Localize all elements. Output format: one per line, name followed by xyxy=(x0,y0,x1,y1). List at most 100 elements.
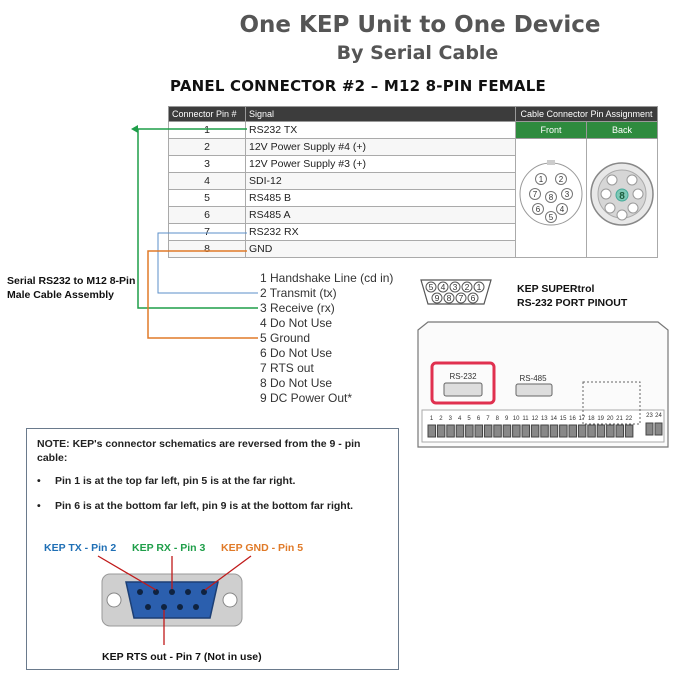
arrow-icon xyxy=(131,125,138,133)
terminal-number: 1 xyxy=(430,416,434,422)
page-subtitle: By Serial Cable xyxy=(336,42,499,64)
terminal-number: 7 xyxy=(486,416,490,422)
terminal-number: 22 xyxy=(626,416,633,422)
orange-wire xyxy=(147,250,258,339)
pin-cell: 1 xyxy=(168,121,246,139)
screw-terminal xyxy=(596,424,606,438)
db9-face-pin: 2 xyxy=(465,282,470,292)
front-pin-label: 5 xyxy=(549,213,554,222)
db9-pin-item: 1 Handshake Line (cd in) xyxy=(260,271,394,285)
note-title: NOTE: KEP's connector schematics are rev… xyxy=(37,438,361,464)
screw-terminal xyxy=(587,424,596,438)
pin-table: Connector Pin # Signal Cable Connector P… xyxy=(168,106,658,258)
screw-terminal xyxy=(577,424,587,438)
panel-connector-title: PANEL CONNECTOR #2 – M12 8-PIN FEMALE xyxy=(170,77,546,95)
pin-cell: 7 xyxy=(168,223,246,241)
db9-face-pin: 4 xyxy=(441,282,446,292)
signal-cell: RS485 B xyxy=(245,189,516,207)
screw-terminal xyxy=(483,424,493,438)
bullet-icon: • xyxy=(37,475,41,487)
screw-terminal xyxy=(540,424,549,438)
pin-cell: 5 xyxy=(168,189,246,207)
terminal-number: 19 xyxy=(597,416,604,422)
db9-face-pin: 9 xyxy=(435,293,440,303)
pin-cell: 8 xyxy=(168,240,246,258)
terminal-number: 6 xyxy=(477,416,481,422)
front-pin-label: 8 xyxy=(549,193,554,202)
header-front: Front xyxy=(515,121,587,139)
screw-terminal xyxy=(436,424,446,438)
db9-pin-item: 5 Ground xyxy=(260,331,311,345)
db9-pin-item: 2 Transmit (tx) xyxy=(260,286,337,300)
terminal-number: 15 xyxy=(560,416,567,422)
terminal-number: 16 xyxy=(569,416,576,422)
terminal-number: 24 xyxy=(655,413,662,419)
screw-terminal xyxy=(559,424,568,438)
terminal-number: 21 xyxy=(616,416,623,422)
screw-terminal xyxy=(606,424,615,438)
terminal-number: 4 xyxy=(458,416,462,422)
db9-pinout-list: 1 Handshake Line (cd in) 2 Transmit (tx)… xyxy=(260,271,393,406)
header-pin: Connector Pin # xyxy=(168,106,246,122)
signal-cell: RS485 A xyxy=(245,206,516,224)
front-connector-cell: 1 2 3 4 5 6 7 8 xyxy=(515,138,587,258)
db9-pin-item: 6 Do Not Use xyxy=(260,346,333,360)
screw-terminal xyxy=(493,424,502,438)
screw-terminal xyxy=(521,424,530,438)
rs232-port xyxy=(443,382,483,397)
terminal-number: 23 xyxy=(646,413,653,419)
rs485-port xyxy=(515,383,553,397)
terminal-number: 12 xyxy=(532,416,539,422)
signal-cell: 12V Power Supply #3 (+) xyxy=(245,155,516,173)
screw-terminal xyxy=(446,424,455,438)
front-pin-label: 3 xyxy=(565,190,570,199)
screw-terminal xyxy=(530,424,540,438)
screw-terminal xyxy=(502,424,512,438)
db9-pin-item: 9 DC Power Out* xyxy=(260,391,353,405)
signal-cell: SDI-12 xyxy=(245,172,516,190)
terminal-number: 5 xyxy=(467,416,471,422)
kep-gnd-label: KEP GND - Pin 5 xyxy=(221,542,304,554)
back-center-pin-label: 8 xyxy=(619,191,625,202)
screw-terminal xyxy=(645,422,654,436)
page-title: One KEP Unit to One Device xyxy=(239,12,601,38)
bullet-icon: • xyxy=(37,500,41,512)
header-signal: Signal xyxy=(245,106,516,122)
rs232-port-label: RS-232 xyxy=(449,372,477,381)
signal-cell: 12V Power Supply #4 (+) xyxy=(245,138,516,156)
signal-cell: GND xyxy=(245,240,516,258)
db9-pin-item: 7 RTS out xyxy=(260,361,314,375)
db9-face-pin: 8 xyxy=(447,293,452,303)
db9-pin-item: 8 Do Not Use xyxy=(260,376,333,390)
screw-terminal xyxy=(465,424,474,438)
supertrol-label: KEP SUPERtrol RS-232 PORT PINOUT xyxy=(517,283,628,309)
db9-pin-item: 3 Receive (rx) xyxy=(260,301,335,315)
terminal-number: 11 xyxy=(522,416,529,422)
terminal-number: 3 xyxy=(449,416,453,422)
back-connector-cell: 8 xyxy=(586,138,658,258)
screw-terminal xyxy=(615,424,624,438)
signal-cell: RS232 TX xyxy=(245,121,516,139)
terminal-number: 14 xyxy=(550,416,557,422)
front-pin-label: 1 xyxy=(539,175,544,184)
cable-assembly-label: Serial RS232 to M12 8-Pin Male Cable Ass… xyxy=(7,275,136,301)
terminal-number: 13 xyxy=(541,416,548,422)
db9-face-pin: 5 xyxy=(429,282,434,292)
header-assignment: Cable Connector Pin Assignment xyxy=(515,106,658,122)
terminal-number: 20 xyxy=(607,416,614,422)
screw-terminal xyxy=(568,424,577,438)
screw-terminal xyxy=(455,424,465,438)
terminal-number: 8 xyxy=(496,416,500,422)
terminal-number: 2 xyxy=(439,416,443,422)
signal-cell: RS232 RX xyxy=(245,223,516,241)
header-back: Back xyxy=(586,121,658,139)
pin-cell: 3 xyxy=(168,155,246,173)
note-bullet: •Pin 6 is at the bottom far left, pin 9 … xyxy=(37,500,354,512)
screw-terminal xyxy=(549,424,559,438)
db9-face-pin: 1 xyxy=(477,282,482,292)
terminal-number: 18 xyxy=(588,416,595,422)
pin-cell: 6 xyxy=(168,206,246,224)
db9-face-pin: 6 xyxy=(471,293,476,303)
terminal-number: 9 xyxy=(505,416,509,422)
back-connector-icon: 8 xyxy=(590,161,654,226)
